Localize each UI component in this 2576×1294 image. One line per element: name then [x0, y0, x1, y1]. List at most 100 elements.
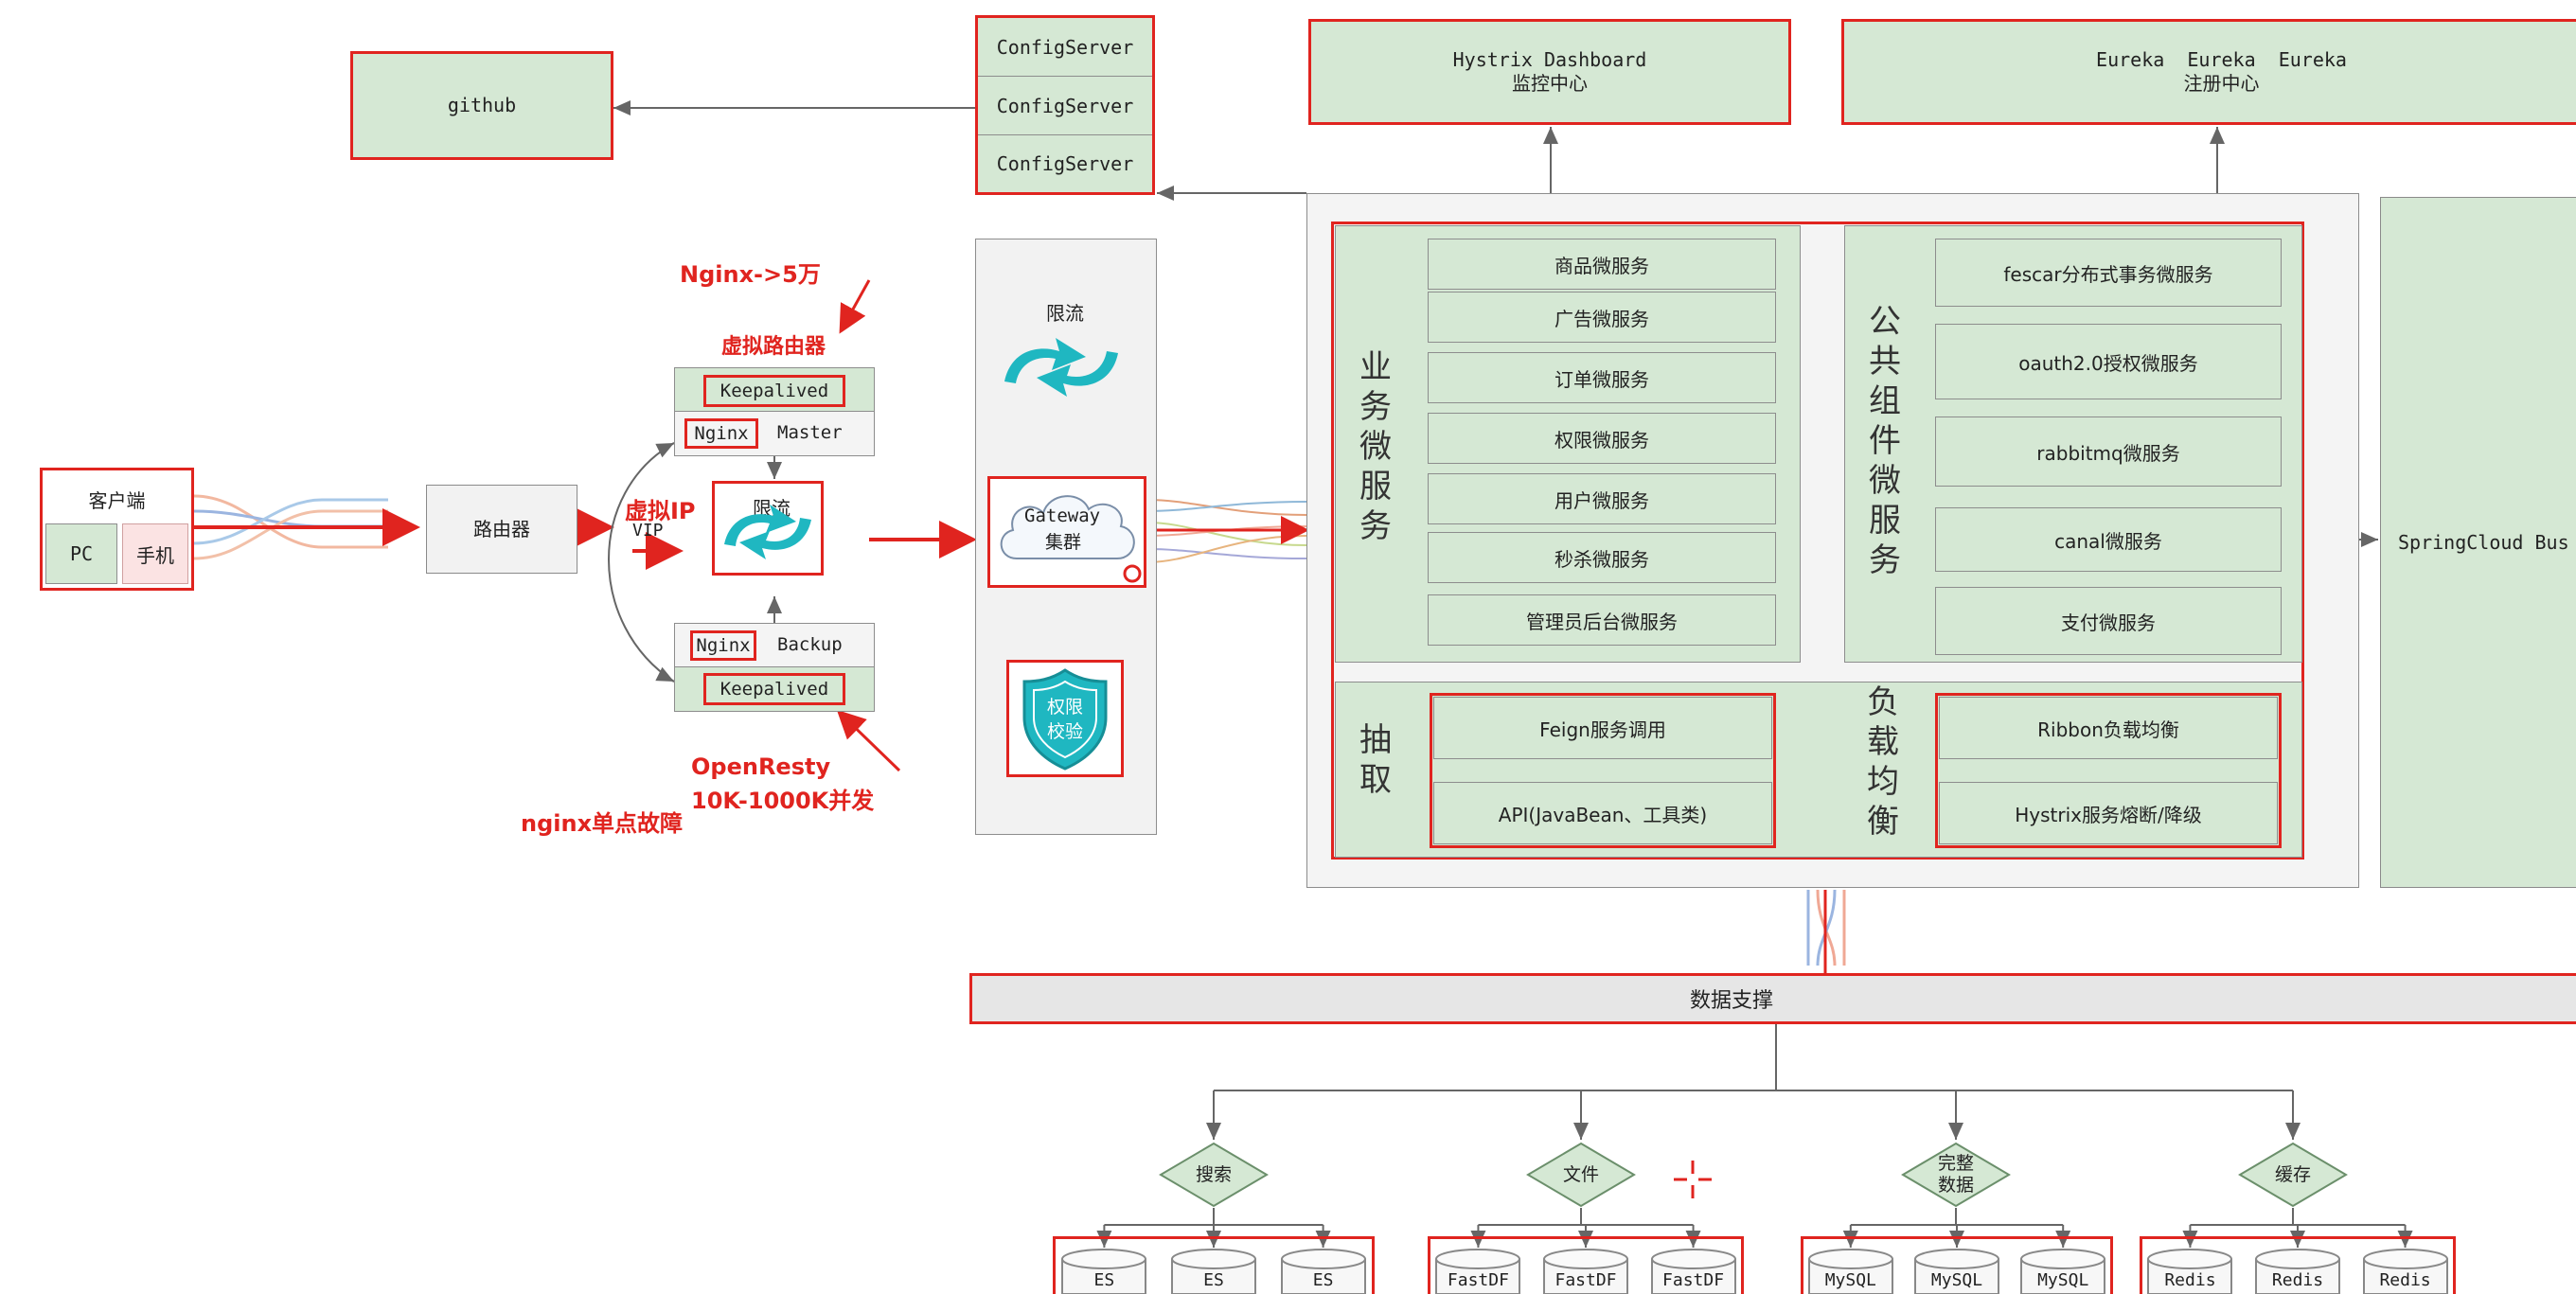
search-diamond: 搜索	[1159, 1142, 1269, 1208]
keepalived-top-row: Keepalived	[675, 368, 874, 412]
ribbon-item: Ribbon负载均衡	[1939, 697, 2278, 759]
database-cylinder-icon: MySQL	[2019, 1248, 2106, 1294]
common-service-item: 支付微服务	[1935, 587, 2282, 655]
diamond-shape	[1159, 1142, 1269, 1208]
diamond-shape	[1526, 1142, 1636, 1208]
database-cylinder-icon: FastDF	[1542, 1248, 1629, 1294]
database-label: FastDF	[1447, 1270, 1509, 1290]
cylinder-shape	[2020, 1249, 2106, 1294]
cylinder-shape	[1914, 1249, 1999, 1294]
config-server-1: ConfigServer	[978, 18, 1152, 77]
business-service-item: 权限微服务	[1428, 413, 1776, 464]
refresh-arrows-icon	[724, 505, 811, 559]
diamond-shape	[1901, 1142, 2011, 1208]
nginx-backup-tag: Nginx	[690, 630, 756, 661]
config-server-2: ConfigServer	[978, 77, 1152, 135]
diamond-label: 文件	[1562, 1163, 1599, 1185]
gateway-refresh-arrows-icon	[1004, 338, 1118, 397]
api-label: API(JavaBean、工具类)	[1498, 803, 1708, 826]
database-label: ES	[1093, 1270, 1115, 1290]
diamond-label: 完整	[1937, 1153, 1974, 1174]
config-server-stack: ConfigServer ConfigServer ConfigServer	[975, 15, 1155, 195]
database-cylinder-icon: Redis	[2362, 1248, 2449, 1294]
router-box: 路由器	[426, 485, 577, 574]
database-cylinder-icon: Redis	[2254, 1248, 2341, 1294]
diamond-shape	[2238, 1142, 2348, 1208]
database-label: ES	[1203, 1270, 1224, 1290]
config-server-label: ConfigServer	[996, 94, 1134, 117]
common-vertical-label: 公共组件微服务	[1869, 303, 1901, 579]
hystrix-title: Hystrix Dashboard	[1452, 48, 1647, 71]
business-service-label: 订单微服务	[1554, 367, 1649, 391]
master-label: Master	[777, 422, 843, 443]
config-server-label: ConfigServer	[996, 35, 1134, 59]
hystrix-subtitle: 监控中心	[1512, 72, 1588, 95]
springcloud-bus-box: SpringCloud Bus	[2380, 197, 2576, 888]
feign-call-item: Feign服务调用	[1433, 697, 1772, 759]
cylinder-shape	[1171, 1249, 1256, 1294]
phone-label: 手机	[136, 543, 174, 567]
extract-items-frame	[1430, 693, 1776, 848]
database-cylinder-icon: FastDF	[1434, 1248, 1521, 1294]
database-label: FastDF	[1662, 1270, 1725, 1290]
business-service-item: 秒杀微服务	[1428, 532, 1776, 583]
diamond-label: 数据	[1937, 1175, 1974, 1196]
database-cylinder-icon: MySQL	[1913, 1248, 2000, 1294]
database-label: Redis	[2271, 1270, 2324, 1290]
cylinder-shape	[1061, 1249, 1147, 1294]
hystrix-dashboard-box: Hystrix Dashboard 监控中心	[1308, 19, 1791, 125]
business-service-label: 管理员后台微服务	[1526, 610, 1678, 633]
common-service-label: rabbitmq微服务	[2036, 441, 2180, 465]
database-label: MySQL	[1930, 1270, 1983, 1290]
database-cylinder-icon: ES	[1170, 1248, 1257, 1294]
hystrix-fuse-item: Hystrix服务熔断/降级	[1939, 782, 2278, 844]
auth-label-a: 权限	[1047, 697, 1084, 718]
full-data-store-frame	[1801, 1236, 2113, 1294]
vip-label: VIP	[632, 521, 664, 541]
business-service-label: 权限微服务	[1554, 428, 1649, 452]
data-support-bar: 数据支撑	[969, 973, 2576, 1024]
services-highlight	[1331, 222, 2304, 860]
nginx-backup-row: Nginx Backup	[675, 624, 874, 667]
note-single-point: nginx单点故障	[521, 810, 684, 837]
database-cylinder-icon: ES	[1280, 1248, 1367, 1294]
cylinder-shape	[2362, 1249, 2448, 1294]
gateway-limit-label: 限流	[1046, 302, 1084, 325]
nginx-master-tag: Nginx	[684, 418, 758, 449]
database-label: MySQL	[1824, 1270, 1876, 1290]
note-openresty: OpenResty	[691, 753, 831, 780]
client-box: 客户端 PC 手机	[40, 468, 194, 591]
ribbon-label: Ribbon负载均衡	[2037, 718, 2179, 741]
keepalived-bottom-row: Keepalived	[675, 667, 874, 711]
business-service-item: 管理员后台微服务	[1428, 594, 1776, 646]
backup-label: Backup	[777, 634, 843, 655]
crosshair-marker	[1672, 1159, 1714, 1200]
note-nginx-5w: Nginx->5万	[680, 261, 821, 288]
extract-vertical-label: 抽取	[1359, 721, 1392, 799]
keepalived-top: Keepalived	[703, 375, 845, 407]
common-service-label: oauth2.0授权微服务	[2018, 351, 2198, 375]
database-cylinder-icon: ES	[1060, 1248, 1147, 1294]
cluster-label: 集群	[1045, 532, 1082, 553]
balance-items-frame	[1935, 693, 2282, 848]
business-service-label: 商品微服务	[1554, 254, 1649, 277]
cylinder-shape	[1807, 1249, 1893, 1294]
github-box: github	[350, 51, 613, 160]
business-service-item: 广告微服务	[1428, 292, 1776, 343]
common-service-label: 支付微服务	[2061, 611, 2156, 634]
balance-vertical-label: 负载均衡	[1867, 683, 1899, 841]
note-concurrency: 10K-1000K并发	[691, 788, 875, 814]
cylinder-shape	[2147, 1249, 2233, 1294]
note-virtual-ip: 虚拟IP	[625, 498, 696, 524]
config-server-label: ConfigServer	[996, 152, 1134, 175]
common-service-item: oauth2.0授权微服务	[1935, 324, 2282, 399]
nginx-master-group: Keepalived Nginx Master	[674, 367, 875, 456]
eureka-box: Eureka Eureka Eureka 注册中心	[1841, 19, 2576, 125]
client-title: 客户端	[88, 489, 146, 512]
database-cylinder-icon: MySQL	[1807, 1248, 1894, 1294]
gateway-cluster-box: Gateway 集群	[987, 476, 1146, 588]
cylinder-shape	[1435, 1249, 1521, 1294]
full-data-diamond: 完整数据	[1901, 1142, 2011, 1208]
business-service-label: 广告微服务	[1554, 307, 1649, 330]
